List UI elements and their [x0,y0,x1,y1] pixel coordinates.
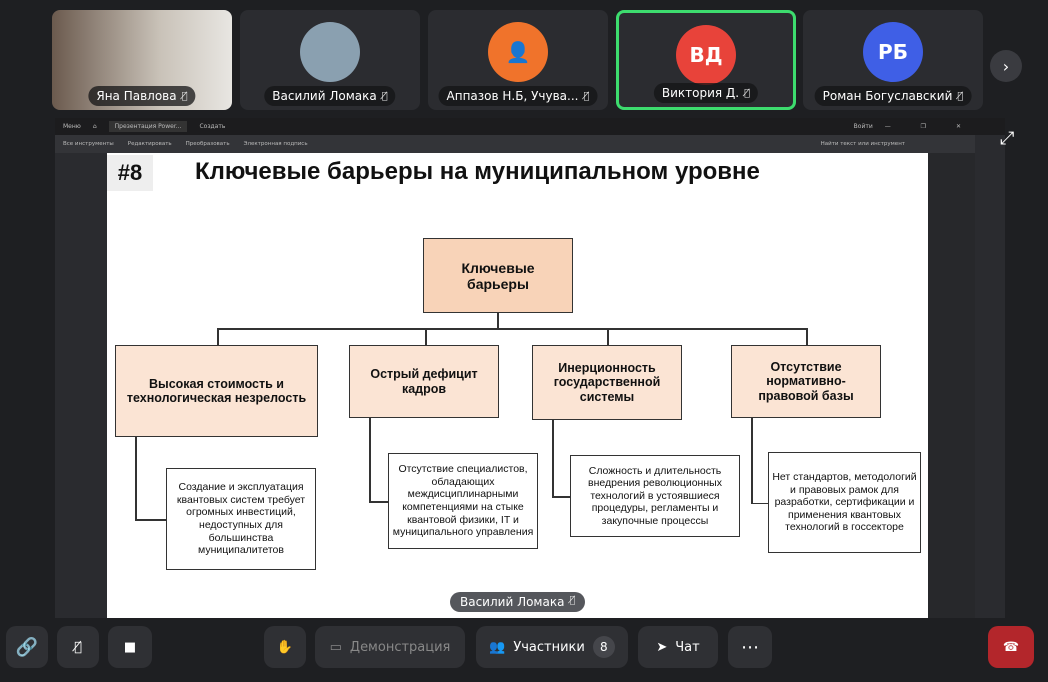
camera-button[interactable]: ■ [108,626,152,668]
slide-number: #8 [107,155,153,191]
fullscreen-icon[interactable]: ⤢ [1000,128,1015,149]
tab[interactable]: Презентация Power... [108,121,188,132]
participant-name: Василий Ломака [272,89,377,103]
screen-icon: ▭ [329,639,342,655]
next-participants-button[interactable]: › [990,50,1022,82]
barrier-box: Отсутствие нормативно-правовой базы [731,345,881,418]
participant-name: Виктория Д. [661,86,740,100]
barrier-detail: Отсутствие специалистов, обладающих межд… [388,453,538,549]
mic-button[interactable]: 🎙̸ [57,626,99,668]
barrier-box: Инерционность государственной системы [532,345,682,420]
participant-name: Яна Павлова [96,89,177,103]
participant-tile[interactable]: РБ Роман Богуславский 🎙̸ [803,10,983,110]
mic-off-icon: 🎙̸ [569,595,576,606]
end-call-button[interactable]: ☎ [988,626,1034,668]
barrier-box: Острый дефицит кадров [349,345,499,418]
chat-label: Чат [675,639,700,655]
participants-label: Участники [513,639,585,655]
participant-name: Роман Богуславский [822,89,953,103]
avatar: 👤 [488,22,548,82]
login[interactable]: Войти [853,123,873,130]
participant-tile[interactable]: 👤 Аппазов Н.Б, Учува... 🎙̸ [428,10,608,110]
participants-button[interactable]: 👥 Участники 8 [476,626,628,668]
root-box: Ключевые барьеры [423,238,573,313]
participant-tile[interactable]: Василий Ломака 🎙̸ [240,10,420,110]
avatar-initials: 👤 [505,40,531,64]
mic-off-icon: 🎙̸ [957,90,964,102]
search-field[interactable]: Найти текст или инструмент [820,141,905,147]
slide-title: Ключевые барьеры на муниципальном уровне [195,158,760,185]
more-button[interactable]: ⋯ [728,626,772,668]
barrier-detail: Нет стандартов, методологий и правовых р… [768,452,921,553]
toolbar-item[interactable]: Электронная подпись [243,141,308,147]
tab[interactable]: Создать [199,123,226,130]
browser-toolbar: Все инструменты Редактировать Преобразов… [55,135,975,153]
raise-hand-button[interactable]: ✋ [264,626,306,668]
avatar [300,22,360,82]
presenter-label: Василий Ломака 🎙̸ [450,592,586,612]
demo-button[interactable]: ▭ Демонстрация [315,626,465,668]
participant-tile[interactable]: Яна Павлова 🎙̸ [52,10,232,110]
barrier-box: Высокая стоимость и технологическая незр… [115,345,318,437]
avatar-initials: РБ [878,40,908,64]
browser-tabbar: Меню ⌂ Презентация Power... Создать Войт… [55,118,1005,135]
barrier-detail: Сложность и длительность внедрения револ… [570,455,740,537]
screen-share: Меню ⌂ Презентация Power... Создать Войт… [55,118,1005,618]
participants-count: 8 [592,636,615,658]
toolbar-item[interactable]: Редактировать [127,141,172,147]
avatar: ВД [676,25,736,85]
link-button[interactable]: 🔗 [6,626,48,668]
people-icon: 👥 [489,639,506,655]
presenter-name: Василий Ломака [460,595,565,609]
avatar-initials: ВД [689,43,723,67]
right-toolbar [928,153,975,618]
mic-off-icon: 🎙̸ [181,90,188,102]
participant-name: Аппазов Н.Б, Учува... [446,89,579,103]
home-icon[interactable]: ⌂ [92,123,97,130]
chat-button[interactable]: ➤ Чат [638,626,718,668]
mic-off-icon: 🎙̸ [744,87,751,99]
barrier-detail: Создание и эксплуатация квантовых систем… [166,468,316,570]
slide: #8 Ключевые барьеры на муниципальном уро… [107,153,928,618]
mic-off-icon: 🎙̸ [583,90,590,102]
toolbar-item[interactable]: Преобразовать [185,141,230,147]
window-controls[interactable]: — ❐ ✕ [884,123,975,130]
send-icon: ➤ [656,639,668,655]
demo-label: Демонстрация [349,639,451,655]
avatar: РБ [863,22,923,82]
toolbar-item[interactable]: Все инструменты [63,141,114,147]
mic-off-icon: 🎙̸ [381,90,388,102]
tab[interactable]: Меню [63,123,81,130]
participant-tile[interactable]: ВД Виктория Д. 🎙̸ [616,10,796,110]
